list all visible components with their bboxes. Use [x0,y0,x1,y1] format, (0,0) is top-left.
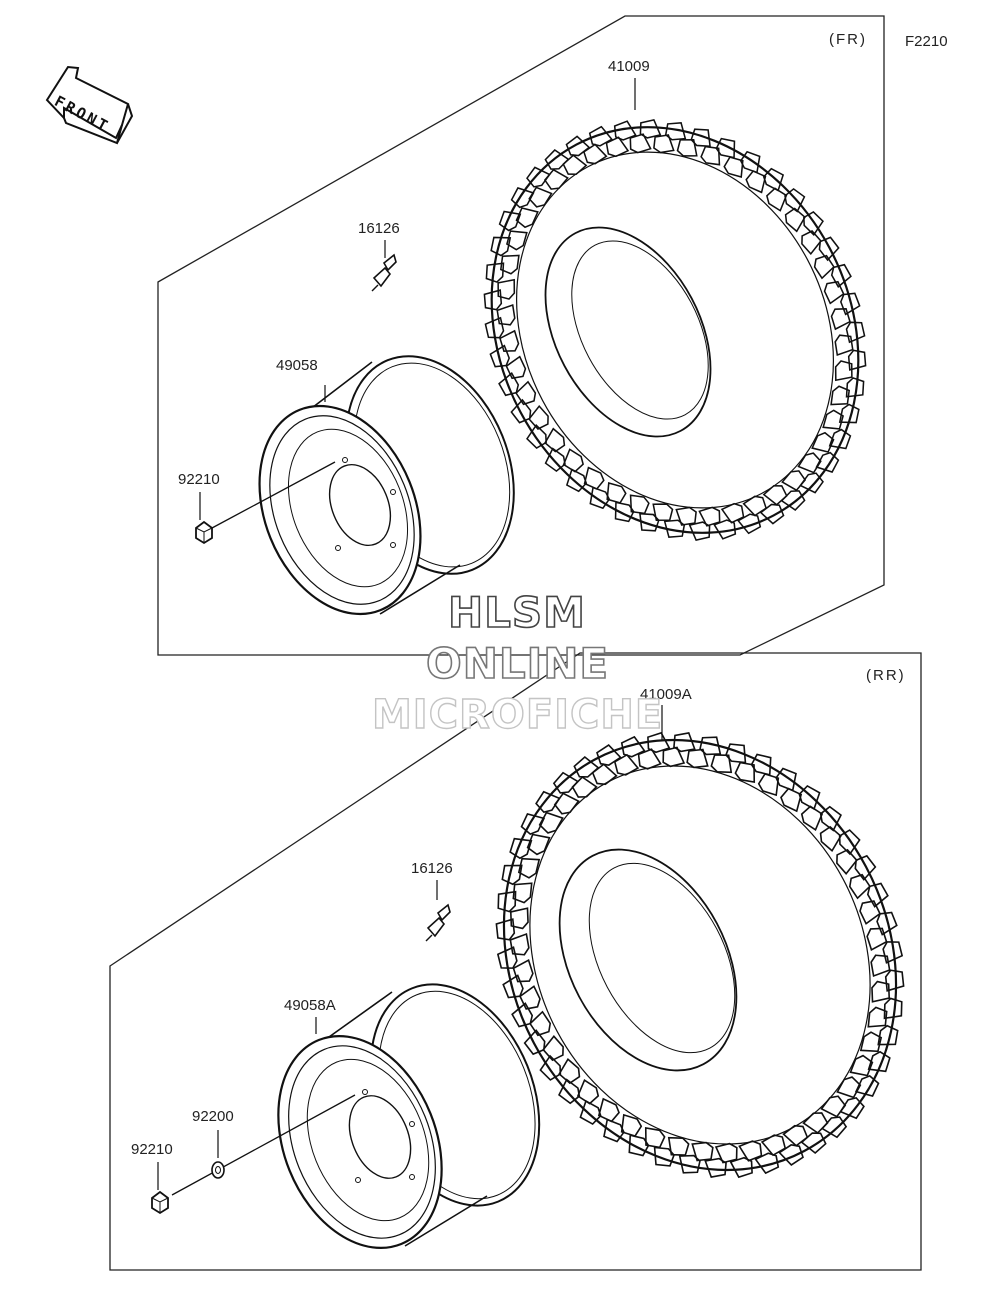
front-tire [482,118,868,542]
front-section-label: (FR) [829,31,867,48]
front-nut-part-number: 92210 [178,471,220,488]
rear-section-frame [109,652,922,1271]
rear-wheel-part-number: 49058A [284,997,336,1014]
rear-tire [494,731,906,1179]
front-wheel [258,355,515,616]
front-tire-part-number: 41009 [608,58,650,75]
front-lug-nut [195,520,213,545]
diagram-code: F2210 [905,33,948,50]
watermark-line-3: MICROFICHE [371,692,664,738]
rear-section-label: (RR) [866,667,906,684]
rear-washer-part-number: 92200 [192,1108,234,1125]
rear-wheel [277,983,541,1249]
rear-washer [211,1161,225,1179]
rear-tire-part-number: 41009A [640,686,692,703]
front-wheel-part-number: 49058 [276,357,318,374]
rear-valve-part-number: 16126 [411,860,453,877]
front-arrow-icon [45,65,134,145]
front-section-frame [157,15,885,656]
rear-lug-nut [151,1190,169,1215]
rear-nut-part-number: 92210 [131,1141,173,1158]
rear-valve-stem [425,903,451,942]
watermark-line-1: HLSM [447,588,586,637]
front-valve-part-number: 16126 [358,220,400,237]
watermark-line-2: ONLINE [425,639,610,688]
front-valve-stem [371,253,397,292]
